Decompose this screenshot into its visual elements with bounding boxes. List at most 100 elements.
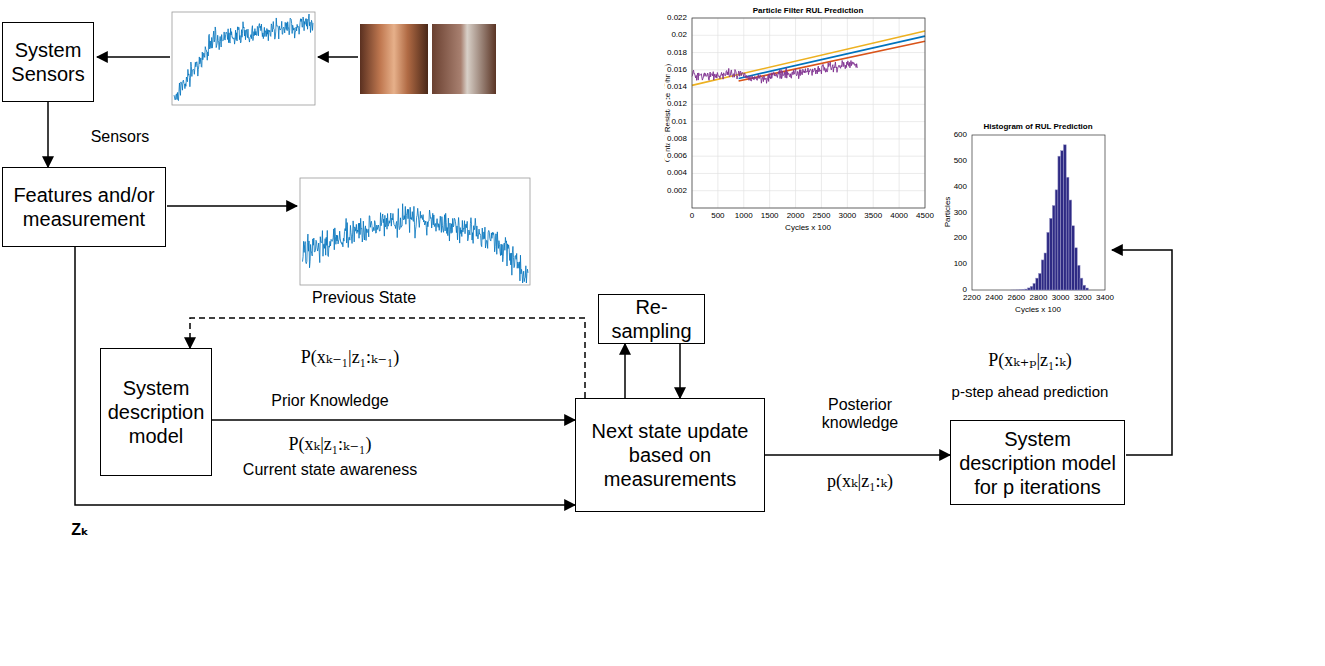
annotation: P(xₖ₋₁|z₁:ₖ₋₁) [299, 347, 402, 368]
grid-line [692, 121, 925, 122]
arrow [167, 205, 297, 207]
axis-text: 4500 [914, 211, 936, 220]
axis-text: 1500 [759, 211, 781, 220]
histogram-bar [1063, 145, 1066, 290]
histogram-bar [1036, 278, 1039, 290]
annotation: p(xₖ|z₁:ₖ) [825, 471, 895, 492]
axis-text: 3000 [836, 211, 858, 220]
axis-text: 0.014 [665, 82, 689, 91]
axis-text: 0.008 [665, 134, 689, 143]
grid-line [717, 18, 718, 208]
axis-text: 100 [952, 260, 969, 269]
axis-text: 3200 [1072, 293, 1094, 302]
process-box: Features and/or measurement [2, 167, 166, 247]
plot-frame [972, 135, 1105, 290]
axis-text: 0.018 [665, 48, 689, 57]
axis-text: 3000 [1050, 293, 1072, 302]
annotation: Current state awareness [241, 461, 419, 479]
axis-text: 0.01 [669, 117, 689, 126]
axis-text: 2600 [1005, 293, 1027, 302]
histogram-bar [1025, 289, 1028, 291]
histogram-bar [1047, 232, 1050, 290]
histogram-bar [1075, 248, 1078, 290]
axis-text: 0.012 [665, 100, 689, 109]
grid-line [743, 18, 744, 208]
axis-text: 0.02 [669, 31, 689, 40]
histogram-bar [1080, 278, 1083, 290]
axis-text: 2000 [785, 211, 807, 220]
arrow [97, 56, 170, 58]
grid-line [692, 190, 925, 191]
connector-arrow [624, 344, 626, 398]
connector-arrow [190, 318, 585, 398]
axis-text: Contact Resistance (Ohms) [663, 62, 672, 164]
histogram-bar [1041, 260, 1044, 290]
annotation: Prior Knowledge [269, 392, 390, 410]
annotation: P(xₖ₊ₚ|z₁:ₖ) [986, 350, 1074, 371]
grid-line [692, 35, 925, 36]
grid-line [692, 138, 925, 139]
axis-text: Particle Filter RUL Prediction [751, 6, 866, 15]
histogram-bar [1083, 285, 1086, 290]
annotation: Previous State [310, 289, 418, 307]
annotation: p-step ahead prediction [950, 383, 1111, 400]
histogram-bar [1030, 286, 1033, 290]
histogram-bar [1033, 283, 1036, 290]
process-box: Re-sampling [598, 294, 705, 344]
box-label: System Sensors [9, 38, 87, 86]
box-label: Features and/or measurement [9, 183, 159, 231]
box-label: System description model for p iteration… [957, 427, 1118, 499]
histogram-bar [1069, 200, 1072, 290]
histogram-bar [1050, 218, 1053, 290]
axis-text: 0.016 [665, 65, 689, 74]
histogram-bar [1077, 265, 1080, 290]
histogram-bar [1061, 151, 1064, 290]
process-box: System description model [100, 348, 212, 476]
sensor-plot-frame [172, 12, 315, 105]
histogram-bar [1066, 177, 1069, 290]
histogram-bar [1016, 289, 1019, 290]
box-label: Re-sampling [605, 295, 698, 343]
histogram-bar [1022, 289, 1025, 291]
box-label: System description model [107, 376, 205, 448]
axis-text: 0.022 [665, 13, 689, 22]
axis-text: Histogram of RUL Prediction [981, 122, 1094, 131]
axis-text: 0.002 [665, 186, 689, 195]
axis-text: 3500 [862, 211, 884, 220]
axis-text: 2500 [811, 211, 833, 220]
prediction-line [739, 41, 925, 81]
grid-line [692, 52, 925, 53]
axis-text: Cycles x 100 [783, 223, 833, 232]
grid-line [821, 18, 822, 208]
histogram-bar [1052, 206, 1055, 290]
histogram-bar [1044, 253, 1047, 290]
axis-text: Cycles x 100 [1013, 305, 1063, 314]
connector-arrow [212, 419, 575, 421]
arrow [318, 56, 358, 58]
axis-text: 300 [952, 208, 969, 217]
annotation: Posterior knowledge [811, 396, 910, 433]
axis-text: 600 [952, 130, 969, 139]
grid-line [692, 173, 925, 174]
histogram-bar [1058, 156, 1061, 290]
histogram-bar [1014, 289, 1017, 290]
grid-line [692, 87, 925, 88]
histogram-bar [1011, 289, 1014, 290]
histogram-bar [1072, 226, 1075, 290]
plot-frame [692, 18, 925, 208]
prediction-line [739, 36, 925, 78]
histogram-bar [1019, 289, 1022, 290]
histogram-bar [1086, 288, 1089, 290]
sensor-signal [174, 14, 313, 101]
axis-text: 2800 [1028, 293, 1050, 302]
grid-line [769, 18, 770, 208]
contact-photo [432, 24, 496, 94]
grid-line [847, 18, 848, 208]
axis-text: 4000 [888, 211, 910, 220]
axis-text: 400 [952, 182, 969, 191]
feature-signal [302, 204, 528, 283]
axis-text: 3400 [1094, 293, 1116, 302]
connector-arrow [765, 454, 950, 456]
box-label: Next state update based on measurements [582, 419, 758, 491]
histogram-bar [1055, 190, 1058, 290]
